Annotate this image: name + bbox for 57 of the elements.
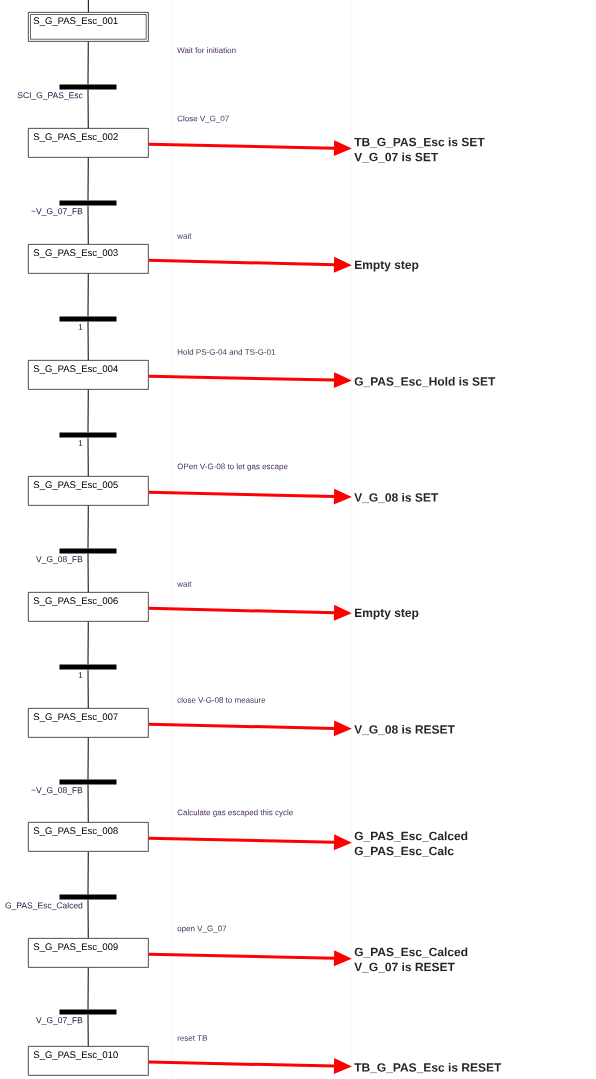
action-text: Empty step (352, 258, 421, 274)
step-box: S_G_PAS_Esc_007 (28, 708, 149, 738)
connector-line (87, 89, 89, 129)
step-comment: Hold PS-G-04 and TS-G-01 (176, 347, 277, 356)
connector-line (87, 437, 89, 477)
connector-line (87, 553, 89, 593)
connector-line (87, 899, 89, 939)
action-text: V_G_08 is SET (352, 490, 441, 506)
step-comment: reset TB (176, 1034, 209, 1042)
step-box: S_G_PAS_Esc_010 (28, 1046, 149, 1076)
connector-line (87, 273, 89, 317)
step-box: S_G_PAS_Esc_009 (28, 938, 149, 968)
step-comment: close V-G-08 to measure (176, 695, 267, 704)
step-comment: Close V_G_07 (176, 114, 231, 124)
action-text: G_PAS_Esc_Hold is SET (352, 374, 498, 390)
connector-line (87, 737, 89, 780)
step-comment: Wait for initiation (176, 46, 238, 55)
transition-label: V_G_07_FB (36, 1017, 83, 1025)
connector-line (87, 389, 89, 433)
action-text: TB_G_PAS_Esc is SET V_G_07 is SET (352, 135, 487, 165)
transition-label: 1 (78, 324, 83, 331)
step-box: S_G_PAS_Esc_006 (28, 592, 149, 622)
transition-label: SCI_G_PAS_Esc (17, 92, 83, 100)
connector-line (87, 505, 89, 549)
step-box: S_G_PAS_Esc_005 (28, 476, 149, 506)
action-text: V_G_08 is RESET (352, 722, 457, 738)
step-comment: wait (176, 231, 193, 240)
step-box: S_G_PAS_Esc_004 (28, 360, 149, 390)
step-box: S_G_PAS_Esc_002 (28, 128, 149, 158)
step-comment: Calculate gas escaped this cycle (176, 808, 295, 818)
step-comment: wait (176, 579, 193, 588)
step-box: S_G_PAS_Esc_003 (28, 244, 149, 274)
action-text: G_PAS_Esc_Calced V_G_07 is RESET (352, 945, 471, 975)
connector-line (87, 851, 89, 895)
connector-line (87, 669, 89, 709)
transition-label: V_G_08_FB (36, 556, 83, 564)
transition-label: ~V_G_08_FB (31, 787, 83, 795)
connector-line (87, 205, 89, 245)
connector-line (87, 41, 89, 85)
step-box: S_G_PAS_Esc_008 (28, 822, 149, 852)
connector-line (87, 967, 89, 1010)
step-box: S_G_PAS_Esc_001 (28, 12, 149, 42)
transition-label: ~V_G_07_FB (31, 208, 83, 216)
connector-line (87, 0, 89, 13)
connector-line (87, 157, 89, 201)
connector-line (87, 784, 89, 823)
step-comment: OPen V-G-08 to let gas escape (176, 462, 289, 472)
transition-label: 1 (78, 672, 83, 679)
step-comment: open V_G_07 (176, 924, 228, 934)
connector-line (87, 621, 89, 665)
transition-label: 1 (78, 440, 83, 447)
connector-line (87, 1014, 89, 1047)
transition-label: G_PAS_Esc_Calced (5, 902, 83, 911)
action-text: Empty step (352, 606, 421, 622)
action-text: G_PAS_Esc_Calced G_PAS_Esc_Calc (352, 829, 471, 859)
connector-line (87, 321, 89, 361)
action-text: TB_G_PAS_Esc is RESET (352, 1060, 504, 1076)
